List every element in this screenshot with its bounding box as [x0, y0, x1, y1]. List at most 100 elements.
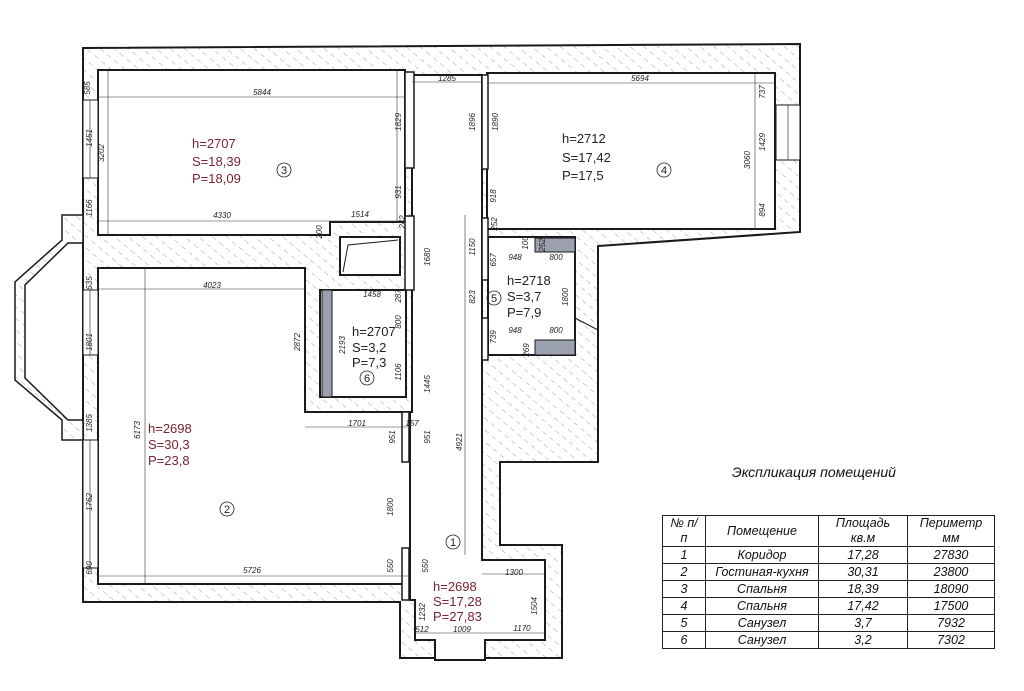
room-5-height: h=2718 [507, 273, 551, 288]
col-header-room: Помещение [705, 515, 819, 547]
dimension-label: 1458 [363, 290, 381, 299]
cell: 3 [662, 580, 706, 598]
room-4-bedroom [486, 72, 776, 230]
dimension-label: 1800 [386, 498, 395, 516]
room-3-height: h=2707 [192, 136, 236, 151]
cell: 4 [662, 597, 706, 615]
dimension-label: 823 [468, 290, 477, 304]
dimension-label: 1896 [468, 113, 477, 131]
room-4-area: S=17,42 [562, 150, 611, 165]
dimension-label: 1300 [505, 568, 523, 577]
dimension-label: 1800 [561, 288, 570, 306]
dimension-label: 5726 [243, 566, 261, 575]
dimension-label: 2872 [293, 333, 302, 352]
dimension-label: 800 [549, 326, 563, 335]
cell: Коридор [705, 546, 819, 564]
plumbing-shaft [534, 339, 576, 356]
col-header-perimeter: Периметр мм [907, 515, 995, 547]
room-number-6: 6 [364, 373, 370, 385]
dimension-label: 585 [83, 81, 92, 95]
cell: Спальня [705, 597, 819, 615]
dimension-label: 1385 [85, 414, 94, 432]
dimension-label: 737 [758, 85, 767, 99]
col-header-number: № п/п [662, 515, 706, 547]
explication-title: Экспликация помещений [732, 464, 896, 480]
dimension-label: 4023 [203, 281, 221, 290]
room-4-height: h=2712 [562, 131, 606, 146]
bay-window [14, 214, 84, 441]
dimension-label: 512 [415, 625, 429, 634]
plumbing-shaft [534, 237, 576, 253]
cell: 3,2 [818, 631, 908, 649]
dimension-label: 100 [521, 236, 530, 250]
room-number-1: 1 [450, 537, 456, 549]
dimension-label: 1166 [85, 199, 94, 217]
dimension-label: 1106 [394, 363, 403, 381]
room-6-area: S=3,2 [352, 340, 386, 355]
dimension-label: 550 [386, 559, 395, 573]
plumbing-shaft [321, 289, 333, 398]
dimension-label: 3202 [97, 144, 106, 162]
room-2-area: S=30,3 [148, 437, 190, 452]
cell: 27830 [907, 546, 995, 564]
dimension-label: 5694 [631, 74, 649, 83]
room-2-perimeter: P=23,8 [148, 453, 190, 468]
closet [339, 236, 401, 276]
dimension-label: 1890 [491, 113, 500, 131]
dimension-label: 1829 [394, 113, 403, 131]
partition [404, 71, 415, 169]
bathroom-6 [319, 289, 407, 398]
cell: 3,7 [818, 614, 908, 632]
cell: 5 [662, 614, 706, 632]
dimension-label: 550 [421, 559, 430, 573]
dimension-label: 894 [758, 203, 767, 217]
dimension-label: 1514 [351, 210, 369, 219]
cell: 17,42 [818, 597, 908, 615]
dimension-label: 4330 [213, 211, 231, 220]
dimension-label: 948 [508, 253, 522, 262]
dimension-label: 1451 [85, 129, 94, 147]
partition [404, 215, 415, 291]
dimension-label: 252 [490, 217, 499, 232]
dimension-label: 242 [398, 215, 407, 230]
dimension-label: 5844 [253, 88, 271, 97]
dimension-label: 657 [489, 253, 498, 267]
cell: Санузел [705, 631, 819, 649]
window [82, 289, 99, 356]
dimension-label: 951 [423, 430, 432, 443]
cell: 18090 [907, 580, 995, 598]
room-1-perimeter: P=27,83 [433, 609, 482, 624]
partition [481, 217, 489, 281]
dimension-label: 931 [394, 185, 403, 198]
room-1-area: S=17,28 [433, 594, 482, 609]
dimension-label: 690 [85, 561, 94, 575]
dimension-label: 1801 [85, 333, 94, 351]
cell: Санузел [705, 614, 819, 632]
room-2-height: h=2698 [148, 421, 192, 436]
dimension-label: 3060 [743, 151, 752, 169]
cell: 18,39 [818, 580, 908, 598]
dimension-label: 200 [315, 225, 324, 240]
dimension-label: 1150 [468, 238, 477, 256]
partition [481, 74, 489, 170]
cell: 1 [662, 546, 706, 564]
cell: 30,31 [818, 563, 908, 581]
col-header-area: Площадь кв.м [818, 515, 908, 547]
room-6-perimeter: P=7,3 [352, 355, 386, 370]
window [82, 99, 99, 179]
cell: 7302 [907, 631, 995, 649]
dimension-label: 157 [405, 419, 419, 428]
room-3-area: S=18,39 [192, 154, 241, 169]
dimension-label: 918 [489, 189, 498, 203]
table-header-row: № п/п Помещение Площадь кв.м Периметр мм [662, 515, 995, 547]
dimension-label: 1009 [453, 625, 471, 634]
room-number-2: 2 [224, 504, 230, 516]
room-3-perimeter: P=18,09 [192, 171, 241, 186]
closet-door-swing [342, 239, 399, 273]
